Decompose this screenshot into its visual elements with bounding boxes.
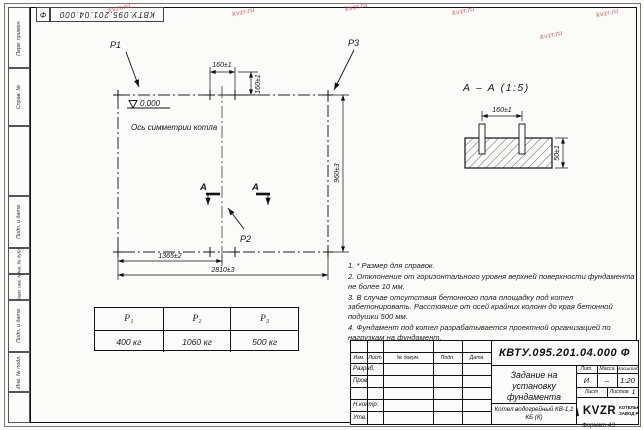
- margin-box-sprav-n: Справ. №: [8, 68, 30, 126]
- company-subtitle-line1: КОТЕЛЬНЫЙ: [619, 405, 638, 411]
- sheets-value: 1: [631, 388, 636, 396]
- dim-960: 960±3: [334, 163, 341, 183]
- section-marks: [205, 192, 271, 205]
- note-4: 4. Фундамент под котел разрабатывается п…: [348, 323, 611, 343]
- p3-label: P3: [348, 38, 359, 48]
- grid-line: [351, 387, 491, 388]
- grid-line: [491, 403, 576, 404]
- mass-value: –: [604, 375, 610, 385]
- company-subtitle-line2: ЗАВОД РЭП: [619, 410, 638, 416]
- p2-label: P2: [240, 234, 251, 244]
- product-name: Котел водогрейный КВ-1,1 КБ (К): [494, 406, 574, 421]
- title-block: Изм. Лист № докум. Подп. Дата Разраб. Пр…: [350, 340, 639, 425]
- axis-of-symmetry-label: Ось симметрии котла: [131, 123, 218, 132]
- grid-line: [597, 365, 598, 387]
- grid-line: [351, 352, 491, 353]
- col-header-podp: Подп.: [440, 354, 455, 361]
- grid-line: [491, 341, 492, 424]
- row-utv: Утв.: [353, 414, 367, 421]
- load-table-value-p3: 500 кг: [230, 330, 298, 352]
- p1-label: P1: [110, 40, 121, 50]
- load-table-header-p1: P₁: [124, 314, 134, 324]
- margin-box-perv-primen: Перв. примен.: [8, 7, 30, 68]
- margin-box-inv-dubl: Инв. № дубл.: [8, 247, 30, 275]
- company-subtitle: КОТЕЛЬНЫЙ ЗАВОД РЭП: [619, 405, 638, 416]
- dimension-lines: [117, 67, 349, 280]
- detail-title: А – А (1:5): [462, 82, 530, 94]
- grid-line: [383, 341, 384, 424]
- grid-line: [576, 365, 577, 424]
- margin-box-podp-data-1: Подп. и дата: [8, 196, 30, 248]
- note-1: 1. * Размер для справок.: [348, 261, 435, 270]
- company-name: KVZR: [582, 404, 617, 417]
- stamp-number-box: КВТУ.095.201.04.000: [50, 7, 164, 22]
- grid-line: [351, 363, 491, 364]
- dim-160-vertical: 160±1: [255, 74, 262, 94]
- row-razrab: Разраб.: [353, 366, 375, 372]
- grid-line: [491, 365, 638, 366]
- grid-line: [351, 375, 491, 376]
- mass-label: Масса: [599, 366, 615, 372]
- drawing-frame: [30, 7, 637, 423]
- foundation-outline: [117, 86, 329, 264]
- dim-1365: 1365±2: [158, 253, 181, 260]
- grid-line: [462, 341, 463, 424]
- title-block-doc-number: КВТУ.095.201.04.000 Ф: [498, 347, 631, 359]
- company-cell: KVZR КОТЕЛЬНЫЙ ЗАВОД РЭП: [576, 397, 638, 424]
- sheets-label: Листов: [609, 389, 629, 395]
- sheets-cell: Листов 1: [607, 387, 638, 397]
- detail-section-view: [464, 123, 553, 169]
- scale-value: 1:20: [620, 375, 635, 385]
- load-table-value-p2: 1060 кг: [162, 330, 231, 352]
- detail-dim-50: 50±1: [554, 145, 561, 161]
- col-header-data: Дата: [469, 354, 484, 361]
- grid-line: [607, 387, 608, 397]
- grid-line: [433, 341, 434, 424]
- margin-box-empty-2: [8, 392, 30, 423]
- margin-box-vzam-inv: Взам. инв. №: [8, 273, 30, 301]
- grid-line: [576, 373, 638, 374]
- load-table-header-p2: P₂: [162, 308, 231, 330]
- note-2: 2. Отклонение от горизонтального уровня …: [348, 271, 635, 291]
- load-table: P₁ P₂ P₃ 400 кг 1060 кг 500 кг: [94, 307, 299, 352]
- sheet-outer-border: [4, 3, 641, 427]
- stamp-suffix-box: Ф: [36, 7, 50, 22]
- col-header-list: Лист: [368, 354, 382, 361]
- section-letter-right: А: [251, 182, 259, 193]
- col-header-izm: Изм.: [353, 354, 365, 361]
- sheet-label: Лист: [584, 389, 599, 395]
- grid-line: [367, 341, 368, 424]
- dim-160-horizontal: 160±1: [212, 62, 232, 69]
- elevation-mark: [127, 100, 170, 109]
- grid-line: [576, 397, 638, 398]
- row-prov: Пров.: [353, 378, 369, 384]
- note-3: 3. В случае отсутствия бетонного пола пл…: [348, 292, 613, 322]
- dim-2810: 2810±3: [210, 267, 234, 274]
- grid-line: [351, 411, 491, 412]
- margin-box-inv-podl: Инв. № подл.: [8, 352, 30, 392]
- kvzr-logo-icon: [576, 407, 579, 417]
- detail-dim-160: 160±1: [492, 107, 512, 114]
- grid-line: [617, 365, 618, 387]
- company-logo: KVZR КОТЕЛЬНЫЙ ЗАВОД РЭП: [576, 404, 638, 417]
- lit-value: И: [583, 375, 590, 385]
- lit-label: Лит.: [580, 366, 593, 372]
- load-table-header-p3: P₃: [230, 308, 298, 330]
- elevation-value: 0.000: [140, 99, 161, 108]
- technical-notes: 1. * Размер для справок. 2. Отклонение о…: [348, 261, 636, 344]
- format-label: Формат А3: [582, 423, 615, 429]
- col-header-docum: № докум.: [396, 354, 420, 361]
- row-nkontr: Н.контр.: [353, 402, 379, 408]
- load-point-leaders: [125, 49, 355, 230]
- scale-label: Масштаб: [617, 366, 638, 372]
- margin-box-empty-1: [8, 126, 30, 196]
- drawing-title: Задание на установку фундамента: [506, 370, 562, 402]
- grid-line: [351, 399, 491, 400]
- detail-dimension-lines: [481, 111, 568, 169]
- section-letter-left: А: [199, 182, 207, 193]
- margin-box-podp-data-2: Подп. и дата: [8, 300, 30, 352]
- column-marks: [113, 90, 333, 257]
- load-table-value-p1: 400 кг: [95, 330, 163, 352]
